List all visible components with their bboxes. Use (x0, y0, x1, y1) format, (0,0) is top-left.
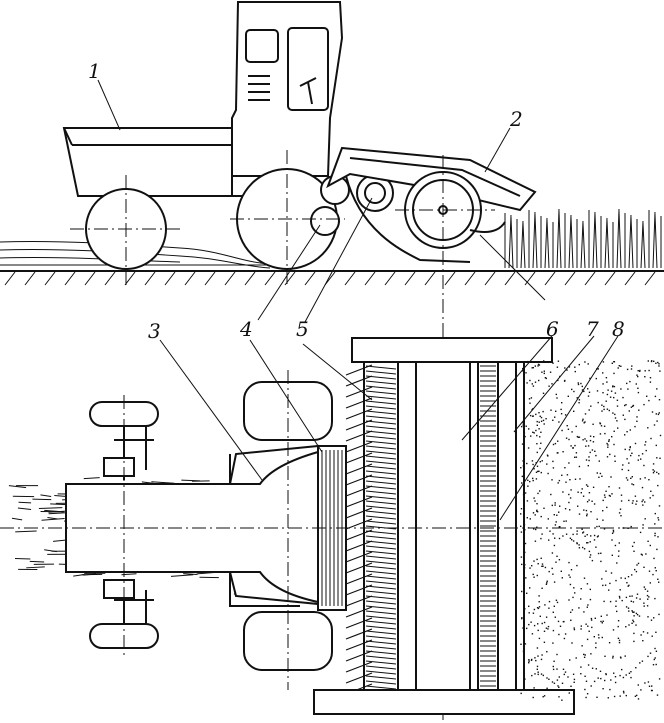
tractor-plan (65, 381, 333, 671)
hitch-block-bottom (103, 579, 135, 599)
label-4-bottom: 4 (239, 317, 253, 341)
tractor-hood (62, 127, 233, 197)
drum-end-plate-top (351, 337, 553, 363)
feed-rollers (310, 174, 394, 236)
standing-crop-plan (520, 360, 662, 701)
roller-4 (310, 206, 340, 236)
drum-plan (313, 337, 575, 715)
label-5-bottom: 5 (296, 317, 309, 341)
label-1: 1 (88, 59, 101, 83)
pickup-tines (345, 364, 373, 695)
cab-vent (248, 75, 270, 101)
label-2: 2 (509, 107, 523, 131)
standing-crop (504, 208, 662, 269)
drum-body (415, 361, 471, 691)
label-8: 8 (612, 317, 625, 341)
ground-hatch (4, 271, 656, 286)
label-7: 7 (586, 317, 599, 341)
plan-view: 3 4 5 6 7 8 (0, 317, 664, 715)
label-3: 3 (148, 319, 161, 343)
label-6-bottom: 6 (546, 317, 559, 341)
hitch-block-top (103, 457, 135, 477)
cab-window-left (245, 29, 279, 63)
leaders-top (97, 79, 546, 323)
drum-end-plate-bottom (313, 689, 575, 715)
leaders-bottom (159, 335, 619, 521)
cab-window-right (287, 27, 329, 111)
steering-wheel (299, 77, 317, 105)
